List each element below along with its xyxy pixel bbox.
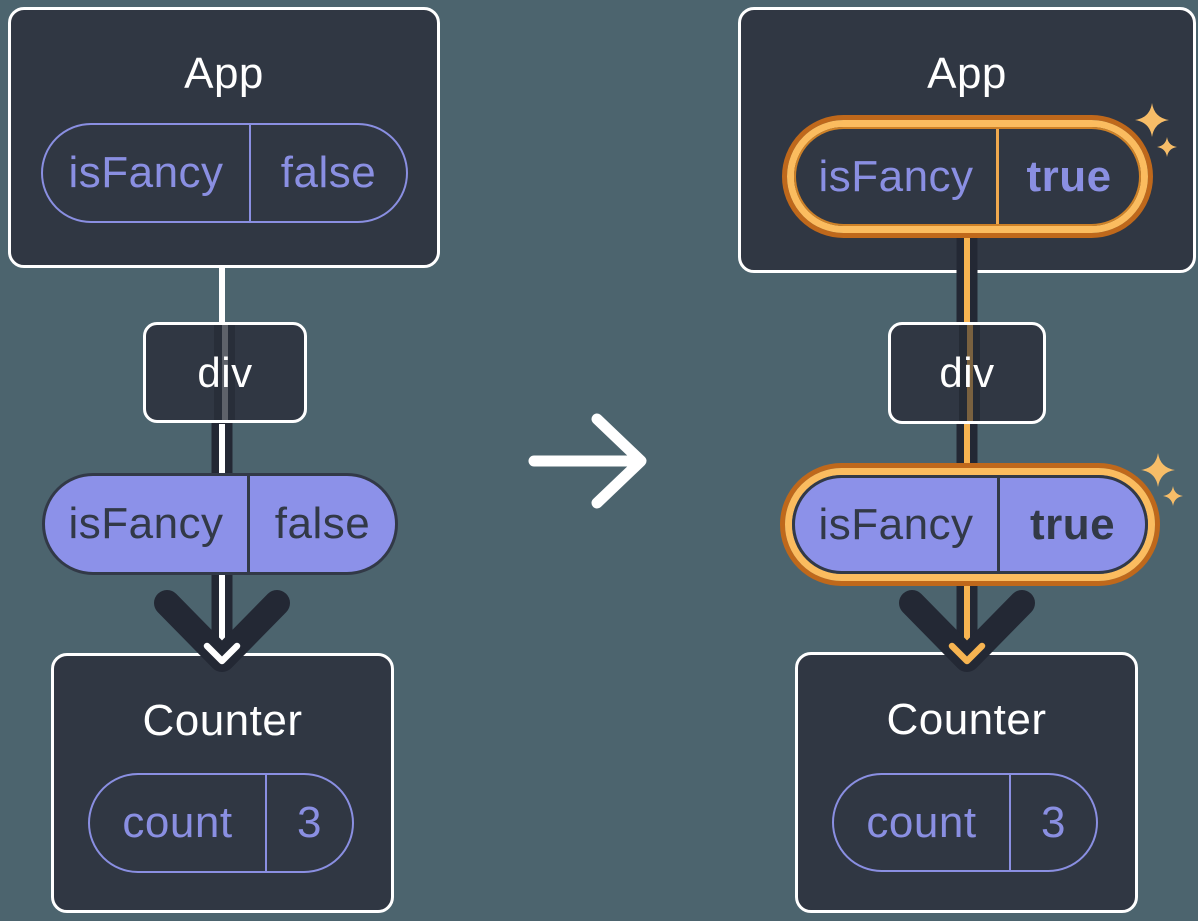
div-label-before: div — [197, 348, 253, 396]
highlight-ring: isFancy true — [785, 468, 1155, 581]
down-arrow-icon — [899, 590, 1035, 672]
counter-title-before: Counter — [142, 696, 303, 745]
prop-name-cell: isFancy — [68, 148, 224, 197]
sparkle-icon — [1141, 453, 1175, 487]
state-name-cell: count — [122, 798, 233, 847]
prop-value-cell: false — [249, 125, 406, 221]
prop-value-cell: false — [247, 476, 395, 572]
state-value-cell: 3 — [265, 775, 352, 871]
div-box-before: div — [143, 322, 307, 423]
counter-state-pill-after: count 3 — [832, 773, 1098, 872]
sparkle-icon — [1163, 486, 1183, 506]
right-arrow-icon — [528, 413, 647, 509]
passed-prop-pill-before: isFancy false — [42, 473, 398, 575]
down-arrow-icon — [154, 590, 290, 672]
div-box-after: div — [888, 322, 1046, 424]
line-through-box — [214, 325, 235, 420]
prop-name-cell: isFancy — [68, 499, 224, 548]
div-label-after: div — [939, 349, 995, 396]
state-value-cell: 3 — [1009, 775, 1096, 870]
app-prop-pill-before: isFancy false — [41, 123, 408, 223]
app-title-before: App — [184, 49, 264, 98]
prop-value-cell: true — [997, 478, 1145, 571]
highlight-ring: isFancy true — [787, 120, 1148, 233]
highlighted-app-prop-pill-after: isFancy true — [782, 115, 1153, 238]
prop-value-cell: true — [996, 129, 1139, 224]
prop-name-cell: isFancy — [818, 499, 974, 549]
state-name-cell: count — [866, 797, 977, 847]
prop-name-cell: isFancy — [818, 151, 974, 201]
counter-state-pill-before: count 3 — [88, 773, 354, 873]
highlighted-passed-prop-pill-after: isFancy true — [780, 463, 1160, 586]
app-title-after: App — [927, 49, 1007, 98]
counter-title-after: Counter — [886, 695, 1047, 744]
